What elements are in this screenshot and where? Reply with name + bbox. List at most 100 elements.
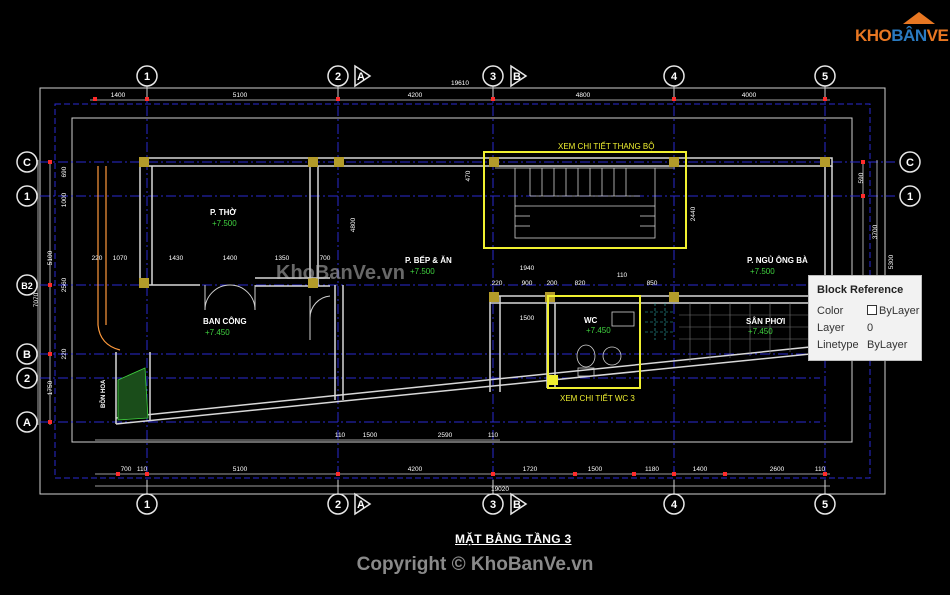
- dim-text: 1720: [523, 466, 538, 473]
- dim-text: 1180: [645, 466, 659, 473]
- dim-text: 2600: [770, 466, 785, 473]
- room-name: WC: [584, 316, 598, 325]
- axis-label: 3: [490, 499, 496, 511]
- planter: [117, 367, 149, 421]
- dim-text: 110: [137, 466, 148, 473]
- dim-text: 5100: [233, 466, 248, 473]
- dim-text: 1400: [111, 92, 126, 99]
- axis-label: A: [23, 417, 31, 429]
- dim-text: 1350: [275, 255, 290, 262]
- watermark-text: KhoBanVe.vn: [276, 262, 405, 284]
- axis-label: 3: [490, 71, 496, 83]
- tooltip-row-color: Color ByLayer: [817, 305, 921, 320]
- hatch: [679, 303, 820, 362]
- tooltip-value: ByLayer: [867, 305, 919, 317]
- axis-label: C: [906, 157, 914, 169]
- dim-text: 110: [815, 466, 826, 473]
- axis-label: B: [513, 499, 521, 511]
- dim-text: 4200: [408, 466, 423, 473]
- patio-tiles: [645, 303, 675, 340]
- dim-text: 2560: [61, 277, 68, 292]
- wc-block[interactable]: [547, 295, 641, 389]
- dim-text: 4200: [408, 92, 423, 99]
- dim-text: 110: [335, 432, 346, 439]
- dim-text: 110: [617, 272, 628, 279]
- tooltip-title: Block Reference: [817, 284, 904, 296]
- room-name: P. THỜ: [210, 208, 236, 217]
- dim-text: 19020: [491, 486, 509, 493]
- tooltip-key: Linetype: [817, 339, 859, 351]
- tooltip-row-layer: Layer 0: [817, 322, 921, 337]
- axis-bubbles-top: [16, 64, 921, 516]
- room-level: +7.450: [205, 328, 230, 337]
- axis-label: B2: [21, 281, 33, 291]
- axis-label: 1: [907, 191, 913, 203]
- room-name: P. BẾP & ĂN: [405, 255, 452, 265]
- dim-text: 3700: [872, 224, 879, 239]
- dim-text: 850: [647, 280, 658, 287]
- axis-label: 2: [335, 499, 341, 511]
- axis-label: A: [357, 71, 365, 83]
- wc-note: XEM CHI TIẾT WC 3: [560, 393, 635, 403]
- dim-text: 7070: [33, 292, 40, 307]
- dim-text: 700: [320, 255, 331, 262]
- dim-text: 5100: [47, 250, 54, 265]
- axis-label: 5: [822, 71, 828, 83]
- dim-text: 1400: [693, 466, 708, 473]
- room-level: +7.500: [750, 267, 775, 276]
- dim-text: 220: [61, 348, 68, 359]
- room-name: SÂN PHƠI: [746, 317, 785, 326]
- brand-wordmark: KHOBÂNVE: [855, 26, 949, 45]
- dim-text: 110: [488, 432, 499, 439]
- tooltip-key: Layer: [817, 322, 845, 334]
- dim-text: 1000: [61, 192, 68, 207]
- dim-text: 1750: [47, 380, 54, 395]
- dim-text: 5300: [888, 254, 895, 269]
- dim-text: 2440: [690, 206, 697, 221]
- tooltip-value: ByLayer: [867, 339, 908, 351]
- room-name: BỒN HOA: [100, 379, 107, 408]
- room-name: P. NGỦ ÔNG BÀ: [747, 256, 808, 265]
- dimension-lines: [37, 87, 878, 487]
- axis-label: 1: [24, 191, 30, 203]
- house-icon: [903, 12, 935, 24]
- axis-label: B: [513, 71, 521, 83]
- copyright-text: Copyright © KhoBanVe.vn: [356, 554, 594, 575]
- brand-logo: KHOBÂNVE: [851, 12, 949, 52]
- tooltip-row-linetype: Linetype ByLayer: [817, 339, 921, 354]
- dim-text: 1400: [223, 255, 238, 262]
- room-name: BAN CÔNG: [203, 317, 247, 326]
- dim-text: 470: [465, 170, 472, 181]
- dim-text: 690: [61, 166, 68, 177]
- dim-text: 4800: [350, 217, 357, 232]
- axis-label: B: [23, 349, 31, 361]
- room-level: +7.500: [212, 219, 237, 228]
- dim-text: 220: [492, 280, 503, 287]
- dim-text: 1940: [520, 265, 535, 272]
- dim-text: 820: [575, 280, 586, 287]
- tooltip-value: 0: [867, 322, 874, 334]
- axis-label: 1: [144, 71, 150, 83]
- room-level: +7.450: [748, 327, 773, 336]
- dim-text: 4800: [576, 92, 591, 99]
- doors-orange: [97, 166, 121, 351]
- axis-label: 2: [335, 71, 341, 83]
- dim-text: 2590: [438, 432, 453, 439]
- dim-text: 200: [547, 280, 558, 287]
- stair-note: XEM CHI TIẾT THANG BỘ: [558, 141, 654, 151]
- drawing-title: MẶT BẰNG TẦNG 3: [455, 532, 572, 546]
- stair-block[interactable]: [483, 151, 687, 249]
- axis-lines: [40, 88, 895, 492]
- color-swatch-icon: [867, 305, 877, 315]
- block-reference-tooltip: Block Reference Color ByLayer Layer 0 Li…: [808, 275, 922, 361]
- room-level: +7.450: [586, 326, 611, 335]
- doors: [204, 284, 331, 340]
- axis-label: A: [357, 499, 365, 511]
- axis-label: C: [23, 157, 31, 169]
- dim-text: 1500: [588, 466, 603, 473]
- axis-label: 1: [144, 499, 150, 511]
- dim-text: 19610: [451, 80, 469, 87]
- room-level: +7.500: [410, 267, 435, 276]
